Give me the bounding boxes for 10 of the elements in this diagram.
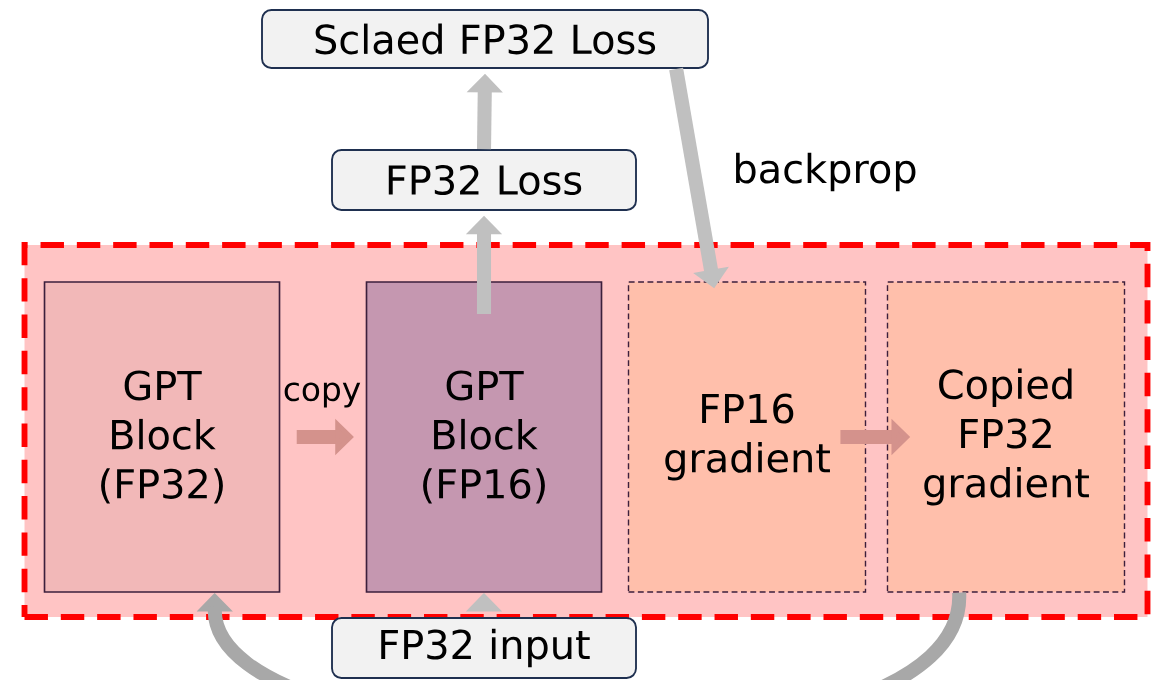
edge-label: backprop xyxy=(736,152,916,192)
block-box: GPT Block (FP16) xyxy=(365,281,603,593)
rounded-box: FP32 Loss xyxy=(331,149,637,211)
rounded-box: Sclaed FP32 Loss xyxy=(261,9,709,69)
rounded-box: FP32 input xyxy=(331,617,637,679)
block-box: GPT Block (FP32) xyxy=(43,281,281,593)
arrow xyxy=(196,590,966,680)
dashed-box: FP16 gradient xyxy=(627,281,867,593)
dashed-box: Copied FP32 gradient xyxy=(886,281,1126,593)
edge-label: copy xyxy=(284,382,361,408)
